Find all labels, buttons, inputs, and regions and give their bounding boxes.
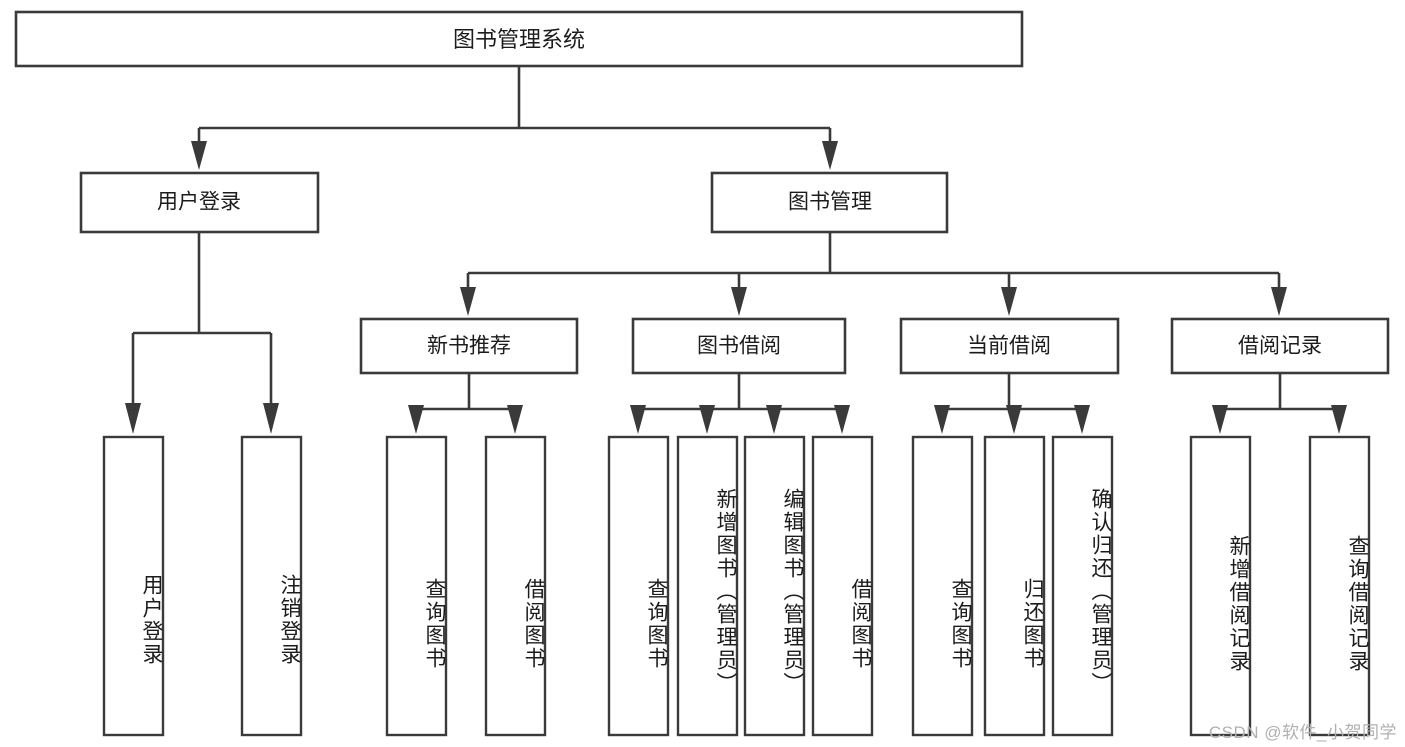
arrow-to-leaf-query-book-3	[934, 405, 950, 434]
arrow-to-borrow-record	[1271, 287, 1287, 316]
new-book-recommend-box	[359, 317, 579, 375]
arrow-to-leaf-borrow-book-2	[834, 405, 850, 434]
leaf-box-return-book[interactable]	[983, 435, 1046, 737]
node-book-borrow[interactable]: 图书借阅	[631, 317, 847, 375]
borrow-record-label: 借阅记录	[1238, 335, 1322, 358]
borrow-record-box	[1170, 317, 1390, 375]
arrow-to-leaf-edit-book	[766, 405, 782, 434]
arrow-to-new-book-recommend	[460, 287, 476, 316]
leaf-box-edit-book[interactable]	[743, 435, 806, 737]
user-login-label: 用户登录	[157, 191, 241, 214]
arrow-to-leaf-borrow-book-1	[507, 405, 523, 434]
leaf-box-query-book-1[interactable]	[385, 435, 448, 737]
node-root[interactable]: 图书管理系统	[14, 10, 1024, 68]
current-borrow-box	[899, 317, 1120, 375]
arrow-to-leaf-confirm-return	[1074, 405, 1090, 434]
leaf-box-query-book-2[interactable]	[607, 435, 670, 737]
arrow-to-current-borrow	[1001, 287, 1017, 316]
node-book-management[interactable]: 图书管理	[710, 171, 949, 234]
arrow-to-leaf-query-record	[1331, 405, 1347, 434]
leaf-box-add-record[interactable]	[1189, 435, 1252, 737]
arrow-to-user-login	[191, 141, 207, 170]
book-management-label: 图书管理	[788, 191, 872, 214]
arrow-to-leaf-logout	[263, 403, 279, 434]
book-borrow-label: 图书借阅	[697, 335, 781, 358]
arrow-to-leaf-return-book	[1006, 405, 1022, 434]
current-borrow-label: 当前借阅	[967, 335, 1051, 358]
node-current-borrow[interactable]: 当前借阅	[899, 317, 1120, 375]
root-box	[14, 10, 1024, 68]
leaf-box-query-record[interactable]	[1308, 435, 1371, 737]
node-user-login[interactable]: 用户登录	[79, 171, 320, 234]
csdn-watermark: CSDN @软件_小贺同学	[1208, 723, 1397, 742]
leaf-box-query-book-3[interactable]	[911, 435, 974, 737]
arrow-to-book-management	[822, 141, 838, 170]
book-borrow-box	[631, 317, 847, 375]
leaf-box-borrow-book-2[interactable]	[811, 435, 874, 737]
arrow-to-leaf-user-login	[125, 403, 141, 434]
root-label: 图书管理系统	[453, 27, 585, 52]
arrow-to-book-borrow	[731, 287, 747, 316]
node-borrow-record[interactable]: 借阅记录	[1170, 317, 1390, 375]
arrow-to-leaf-add-record	[1212, 405, 1228, 434]
arrow-to-leaf-query-book-2	[630, 405, 646, 434]
leaf-box-logout[interactable]	[240, 435, 303, 737]
arrow-to-leaf-query-book-1	[408, 405, 424, 434]
leaf-box-confirm-return[interactable]	[1051, 435, 1114, 737]
new-book-recommend-label: 新书推荐	[427, 335, 511, 358]
leaf-box-add-book[interactable]	[676, 435, 739, 737]
node-new-book-recommend[interactable]: 新书推荐	[359, 317, 579, 375]
leaf-box-borrow-book-1[interactable]	[484, 435, 547, 737]
book-management-box	[710, 171, 949, 234]
arrow-to-leaf-add-book	[699, 405, 715, 434]
leaf-box-user-login[interactable]	[102, 435, 165, 737]
